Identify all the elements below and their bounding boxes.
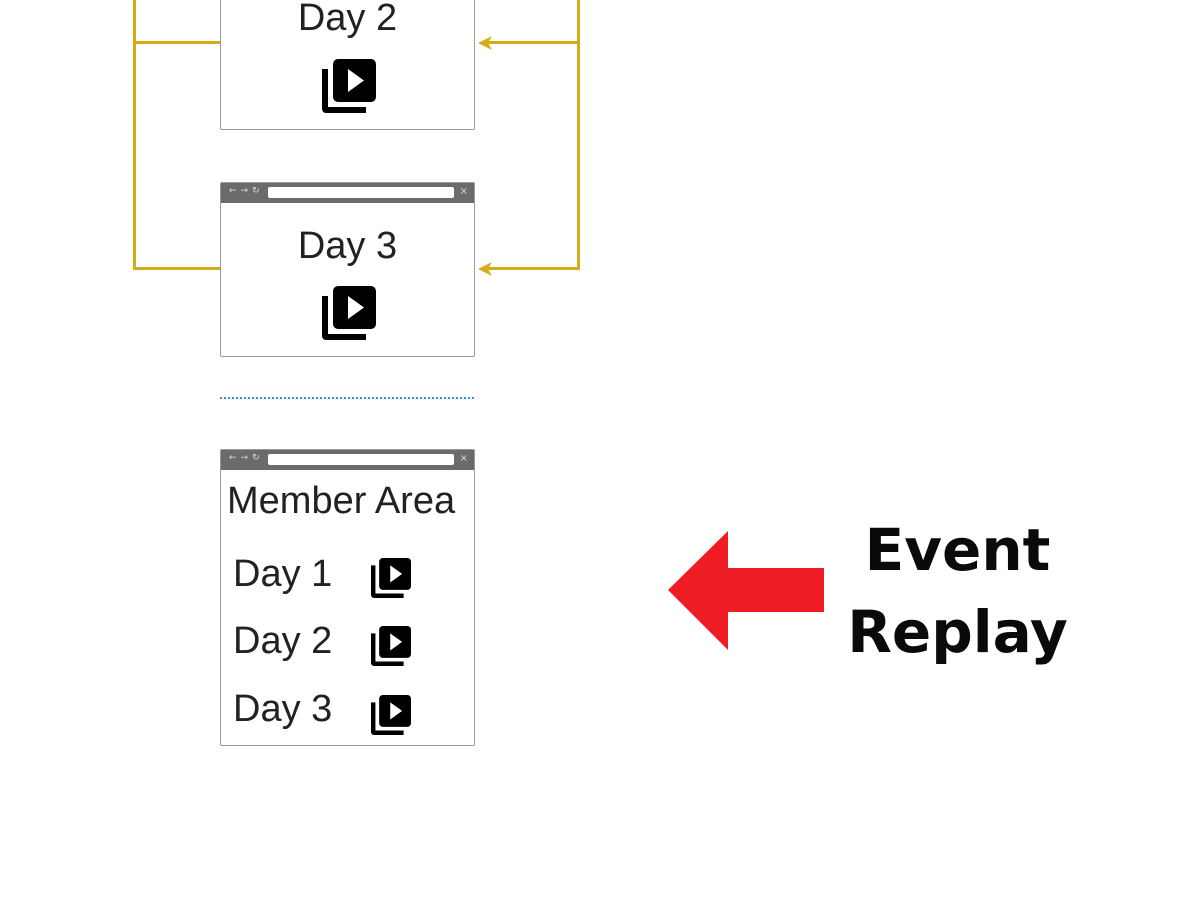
day-2-page: Day 2: [220, 0, 475, 130]
connector-right-h2: [488, 267, 580, 270]
connector-right-h1: [488, 41, 580, 44]
video-library-icon[interactable]: [371, 558, 411, 598]
connector-left-h2: [133, 267, 220, 270]
video-library-icon[interactable]: [371, 695, 411, 735]
video-library-icon[interactable]: [371, 626, 411, 666]
day-3-page: ←→↻ × Day 3: [220, 182, 475, 357]
member-area-page: ←→↻ × Member Area Day 1 Day 2 Day 3: [220, 449, 475, 746]
day-title: Day 3: [297, 225, 398, 267]
arrowhead-icon: [478, 36, 492, 50]
arrowhead-icon: [478, 262, 492, 276]
browser-bar: ←→↻ ×: [221, 450, 474, 470]
address-bar: [268, 187, 454, 198]
member-item-label: Day 3: [233, 688, 333, 730]
close-icon: ×: [459, 186, 468, 197]
video-library-icon[interactable]: [322, 59, 376, 113]
callout-line-1: Event: [864, 516, 1051, 584]
close-icon: ×: [459, 453, 468, 464]
divider: [220, 397, 474, 399]
member-item-label: Day 1: [233, 553, 333, 595]
day-title: Day 2: [297, 0, 398, 39]
address-bar: [268, 454, 454, 465]
connector-right-vertical: [577, 0, 580, 270]
video-library-icon[interactable]: [322, 286, 376, 340]
browser-bar: ←→↻ ×: [221, 183, 474, 203]
red-arrow-icon: [668, 531, 824, 650]
connector-left-vertical: [133, 0, 136, 270]
callout-line-2: Replay: [847, 598, 1068, 666]
browser-nav-icons: ←→↻: [229, 186, 264, 196]
member-item-label: Day 2: [233, 620, 333, 662]
member-area-title: Member Area: [227, 480, 456, 522]
connector-left-h1: [133, 41, 220, 44]
browser-nav-icons: ←→↻: [229, 453, 264, 463]
